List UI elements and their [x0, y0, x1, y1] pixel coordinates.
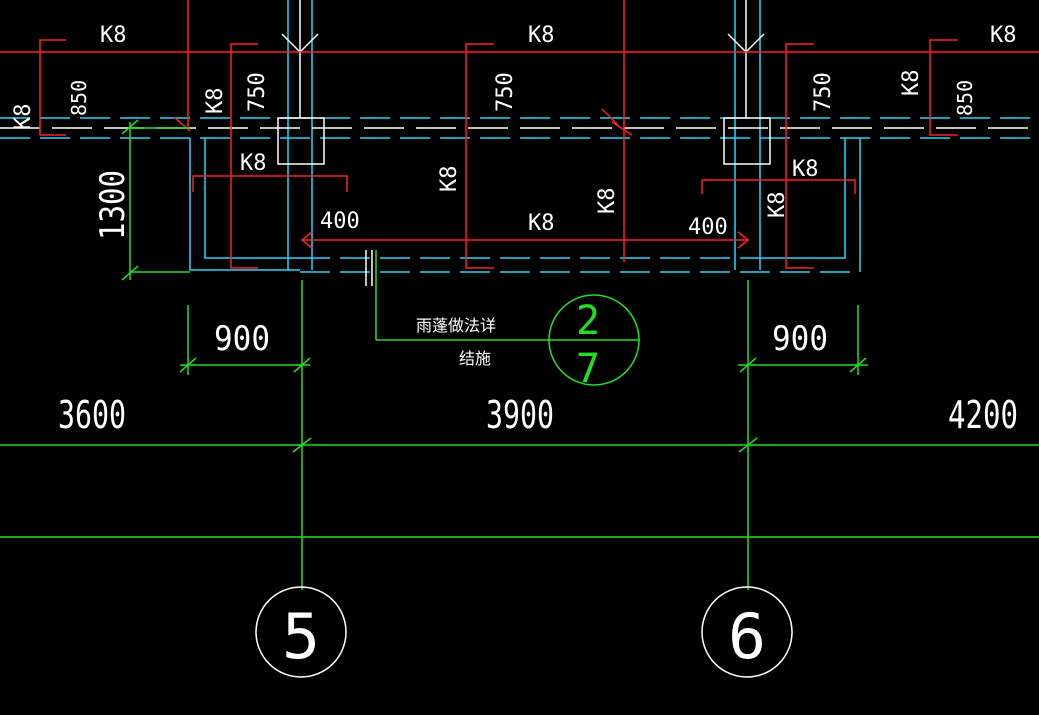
- dim-850-left: 850: [67, 80, 91, 116]
- dim-400-right: 400: [688, 215, 728, 240]
- axis-labels: 5 6: [282, 600, 766, 673]
- axis-6-bubble: [701, 586, 793, 678]
- axis-bubbles: [255, 586, 793, 678]
- k8-label-top-3: K8: [990, 23, 1017, 48]
- rebar-lines: [0, 0, 1039, 269]
- dim-400-left: 400: [320, 209, 360, 234]
- dim-4200: 4200: [948, 393, 1018, 437]
- note-line-1: 雨蓬做法详: [416, 316, 496, 335]
- k8-label-vert-2: K8: [203, 88, 228, 115]
- dim-900-left: 900: [214, 319, 270, 359]
- dim-750-mid: 750: [493, 72, 518, 112]
- k8-label-vert-5: K8: [765, 192, 790, 219]
- axis-6-label: 6: [728, 600, 766, 673]
- detail-number: 2: [576, 298, 600, 344]
- dim-1300: 1300: [93, 170, 133, 240]
- k8-label-top-2: K8: [528, 23, 555, 48]
- dim-3900: 3900: [486, 393, 554, 437]
- column-6: [723, 117, 771, 165]
- k8-label-top-1: K8: [100, 23, 127, 48]
- columns: [0, 0, 1039, 165]
- axis-5-bubble: [255, 586, 347, 678]
- k8-label-col-left: K8: [240, 151, 267, 176]
- detail-sheet: 7: [576, 346, 600, 392]
- canopy-note: 雨蓬做法详 结施: [416, 316, 496, 368]
- dim-850-right: 850: [953, 80, 977, 116]
- k8-label-vert-3: K8: [437, 166, 462, 193]
- grid-lines: [0, 119, 1039, 590]
- k8-label-mid: K8: [528, 211, 555, 236]
- column-5: [277, 117, 325, 165]
- dim-750-left: 750: [245, 72, 270, 112]
- dim-3600: 3600: [58, 393, 126, 437]
- wall-lines: [0, 0, 1039, 273]
- k8-label-col-right: K8: [792, 157, 819, 182]
- dim-900-right: 900: [772, 319, 828, 359]
- k8-label-vert-4: K8: [595, 188, 620, 215]
- axis-5-label: 5: [282, 600, 320, 673]
- note-line-2: 结施: [459, 349, 491, 368]
- k8-label-vert-6: K8: [899, 70, 924, 97]
- detail-reference: 2 7: [576, 298, 600, 392]
- dim-750-right: 750: [811, 72, 836, 112]
- detail-circle: [548, 294, 640, 386]
- rebar-labels: K8 K8 K8 K8 K8 K8 K8 K8 K8 K8 K8 K8: [11, 23, 1017, 236]
- k8-label-vert-1: K8: [11, 104, 36, 131]
- dimension-labels: 850 750 750 750 850 1300 400 400 900 900…: [58, 72, 1018, 437]
